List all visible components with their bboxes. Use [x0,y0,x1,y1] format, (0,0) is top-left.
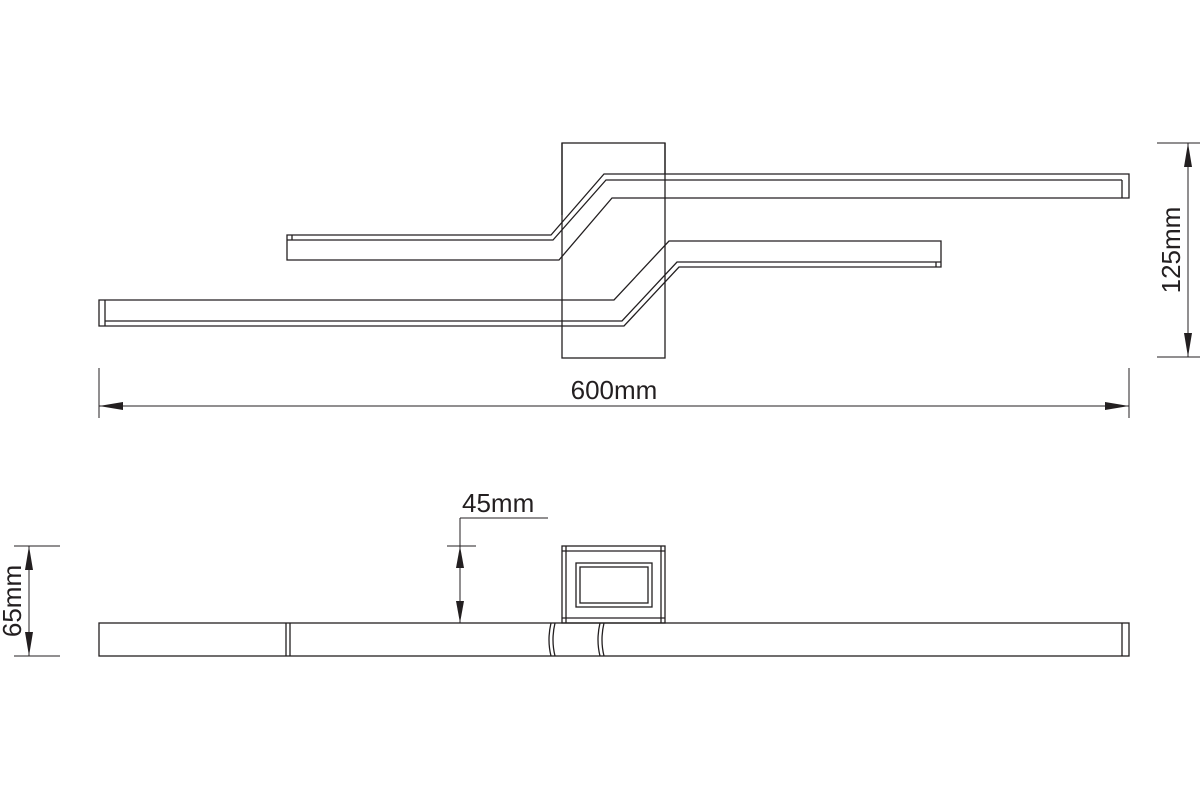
width-dimension: 600mm [98,368,1130,418]
width-label: 600mm [571,375,658,405]
height-label: 125mm [1156,207,1186,294]
top-upper-bar [286,173,1130,261]
top-view [98,142,1130,359]
depth-dimension: 65mm [0,545,60,657]
side-view [98,545,1130,657]
top-lower-bar [98,240,942,327]
height-dimension: 125mm [1156,142,1200,358]
side-bar [98,622,1130,657]
mount-dimension: 45mm [447,488,548,623]
top-mount-plate [561,142,666,359]
mount-label: 45mm [462,488,534,518]
depth-label: 65mm [0,565,27,637]
side-mount-bracket [561,545,666,624]
